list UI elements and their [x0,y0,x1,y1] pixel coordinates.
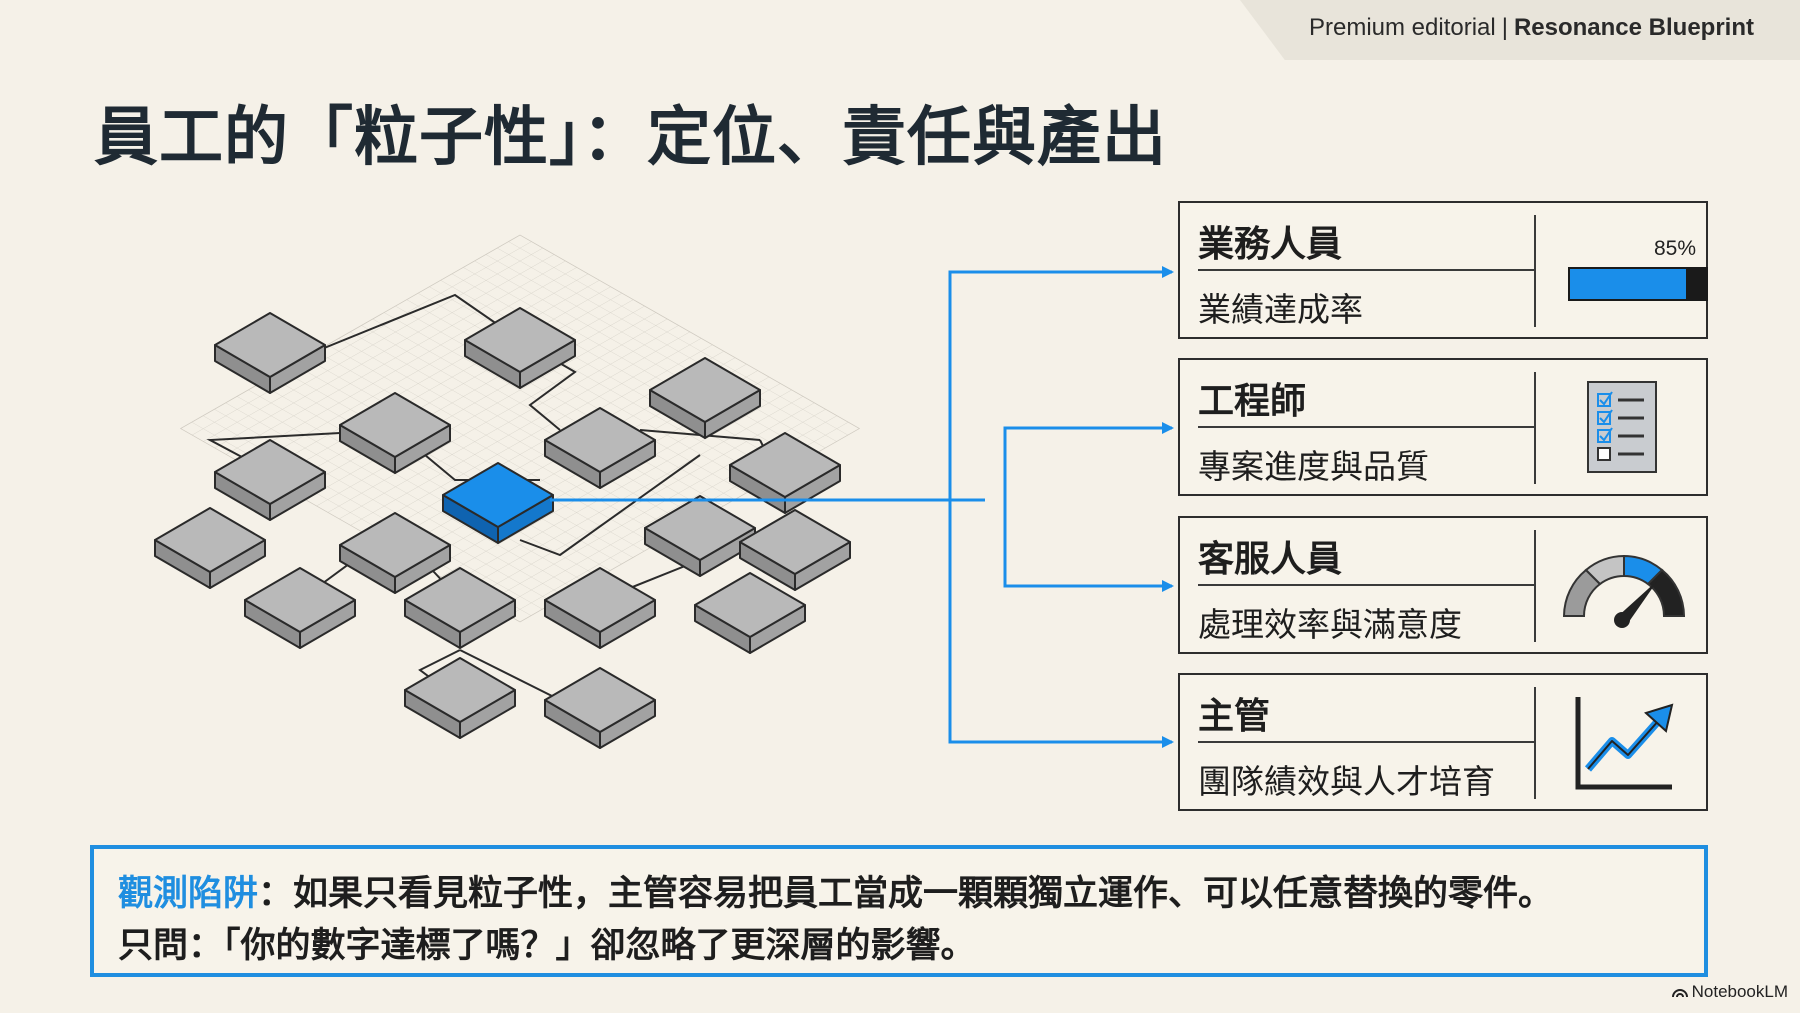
footer-brand-name: NotebookLM [1691,982,1788,1002]
role-divider-line [1198,426,1536,428]
role-divider-line [1198,741,1536,743]
brand-prefix: Premium editorial [1308,14,1496,41]
role-card-manager: 主管 團隊績效與人才培育 [1178,673,1708,811]
role-vertical-divider [1534,372,1536,484]
role-name: 工程師 [1198,381,1307,422]
role-name: 業務人員 [1198,224,1343,265]
role-vertical-divider [1534,530,1536,642]
gray-tile [214,439,326,521]
gray-tile [404,657,516,739]
role-vertical-divider [1534,687,1536,799]
progress-track [1568,267,1708,301]
page-title: 員工的「粒子性」：定位、責任與產出 [94,101,1167,175]
role-divider-line [1198,269,1536,271]
tile-group [154,307,851,749]
note-line-1: 觀測陷阱：如果只看見粒子性，主管容易把員工當成一顆顆獨立運作、可以任意替換的零件… [118,865,1553,916]
footer-brand: NotebookLM [1671,982,1788,1003]
gray-tile [644,495,756,577]
gray-tile [244,567,356,649]
gray-tile [404,567,516,649]
brand-separator: | [1501,14,1508,41]
gray-tile [739,509,851,591]
brand-tab [1240,0,1800,60]
note-line-2: 只問：「你的數字達標了嗎？」卻忽略了更深層的影響。 [118,926,976,966]
gauge-icon [1550,518,1700,652]
progress-fill [1570,269,1686,299]
highlighted-tile [442,462,554,544]
gray-tile [544,407,656,489]
brand-name: Resonance Blueprint [1513,14,1754,41]
role-card-sales: 業務人員 業績達成率 85% [1178,201,1708,339]
role-connectors [550,266,1174,748]
notebooklm-logo-icon [1671,983,1688,1003]
observation-trap-note: 觀測陷阱：如果只看見粒子性，主管容易把員工當成一顆顆獨立運作、可以任意替換的零件… [90,845,1708,977]
gray-tile [464,307,576,389]
role-card-engineer: 工程師 專案進度與品質 [1178,358,1708,496]
growth-chart-icon [1550,675,1700,809]
progress-bar-visual: 85% [1550,203,1708,337]
gray-tile [649,357,761,439]
role-divider-line [1198,584,1536,586]
role-name: 主管 [1198,696,1271,737]
gray-tile [339,512,451,594]
gray-tile [339,392,451,474]
gray-tile [544,567,656,649]
role-metric: 處理效率與滿意度 [1198,605,1462,644]
role-card-support: 客服人員 處理效率與滿意度 [1178,516,1708,654]
role-name: 客服人員 [1198,539,1343,580]
checklist-icon [1550,360,1700,494]
progress-label: 85% [1654,237,1697,260]
gray-tile [544,667,656,749]
role-vertical-divider [1534,215,1536,327]
note-line-1-text: ：如果只看見粒子性，主管容易把員工當成一顆顆獨立運作、可以任意替換的零件。 [258,874,1554,914]
role-metric: 團隊績效與人才培育 [1198,762,1495,801]
note-keyword: 觀測陷阱 [118,874,259,914]
role-metric: 業績達成率 [1198,290,1363,329]
gray-tile [214,312,326,394]
brand-header: Premium editorial|Resonance Blueprint [1309,14,1754,42]
gray-tile [694,572,806,654]
gray-tile [154,507,266,589]
role-metric: 專案進度與品質 [1198,447,1429,486]
